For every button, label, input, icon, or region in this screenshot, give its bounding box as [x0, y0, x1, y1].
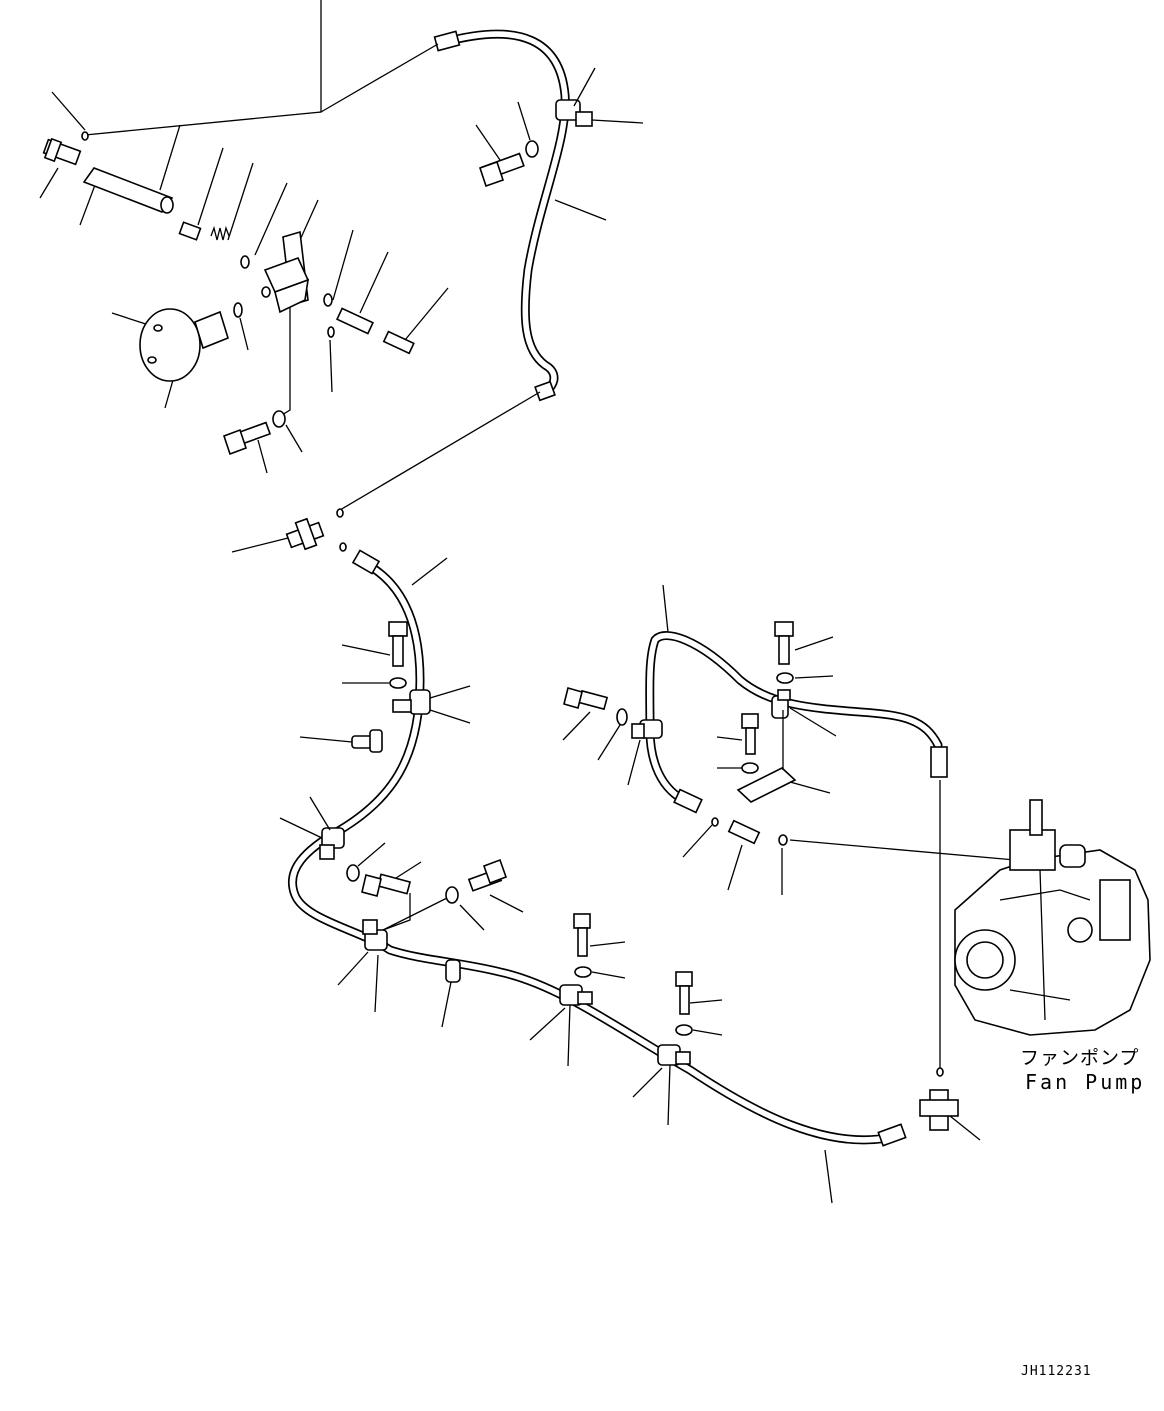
- elbow-fitting-icon: [727, 819, 761, 845]
- valve-body-icon: [82, 167, 174, 214]
- bolt-icon: [361, 621, 693, 1015]
- fan-pump-label-jp: ファンポンプ: [1020, 1047, 1140, 1069]
- tee-fitting-icon: [285, 517, 325, 551]
- bolt-icon: [563, 621, 794, 755]
- o-ring-icon: [778, 834, 788, 846]
- bolt-icon: [478, 152, 525, 188]
- o-ring-icon: [711, 817, 719, 827]
- o-ring-icon: [336, 508, 344, 518]
- hose-upper: [433, 29, 570, 402]
- hose-lower-long: [287, 549, 907, 1147]
- washer-icon: [272, 410, 286, 428]
- bracket-valve-block-icon: [261, 230, 310, 314]
- leader-lines: [39, 0, 644, 511]
- o-ring-icon: [233, 255, 335, 338]
- washer-icon: [346, 677, 693, 1036]
- leader-lines: [562, 584, 1016, 1141]
- washer-icon: [525, 140, 539, 158]
- plate-icon: [736, 767, 797, 803]
- leader-line: [231, 537, 289, 553]
- poppet-icon: [178, 221, 202, 241]
- bolt-icon: [222, 421, 272, 456]
- fan-pump-label-en: Fan Pump: [1025, 1070, 1146, 1094]
- check-valve-icon: [335, 307, 415, 355]
- o-ring-icon: [936, 1067, 944, 1077]
- fan-pump-icon: [954, 799, 1151, 1036]
- hose-clamp-lower: [319, 689, 691, 1066]
- adapter-fitting-icon: [42, 137, 82, 166]
- accumulator-icon: [139, 308, 229, 382]
- drawing-id: JH112231: [1021, 1364, 1092, 1379]
- spring-icon: [210, 225, 230, 241]
- hose-clamp-right: [631, 689, 791, 739]
- leader-lines: [279, 557, 833, 1204]
- elbow-fitting-icon: [351, 729, 383, 753]
- hose-right: [645, 631, 948, 814]
- o-ring-icon: [339, 542, 347, 552]
- tee-fitting-icon: [919, 1089, 959, 1131]
